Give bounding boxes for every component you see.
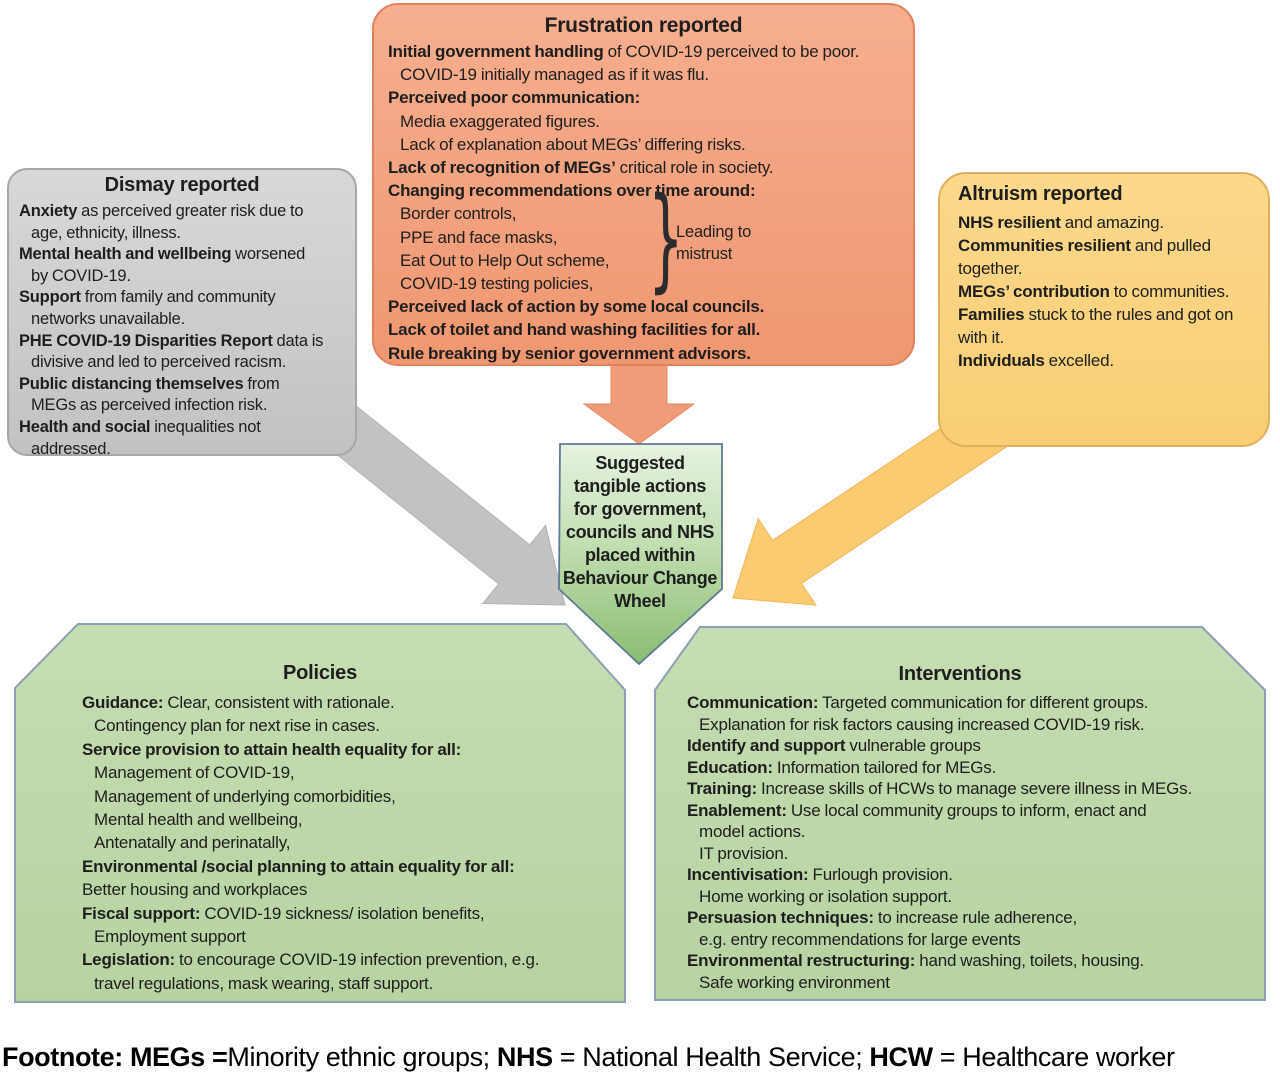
text-line: Lack of recognition of MEGs’ critical ro… (388, 158, 774, 178)
policies-body: Guidance: Clear, consistent with rationa… (15, 691, 625, 995)
text-line: COVID-19 testing policies, (400, 274, 594, 294)
text-line: Fiscal support: COVID-19 sickness/ isola… (82, 903, 485, 923)
text-line: councils and NHS (565, 522, 715, 542)
central-pentagon-text: Suggested tangible actions for government,… (556, 452, 724, 613)
altruism-title: Altruism reported (958, 183, 1123, 205)
text-line: Communities resilient and pulled (958, 236, 1211, 255)
text-line: Home working or isolation support. (699, 886, 952, 906)
text-line: MEGs as perceived infection risk. (31, 396, 268, 415)
text-line: Mental health and wellbeing, (94, 810, 303, 830)
text-line: Antenatally and perinatally, (94, 833, 291, 853)
text-line: Communication: Targeted communication fo… (687, 693, 1149, 712)
text-line: mistrust (676, 245, 733, 263)
text-line: Education: Information tailored for MEGs… (687, 757, 997, 777)
text-line: Persuasion techniques: to increase rule … (687, 908, 1078, 927)
frustration-body: Initial government handling of COVID-19 … (374, 40, 913, 365)
text-line: Incentivisation: Furlough provision. (687, 865, 953, 884)
text-line: addressed. (31, 439, 111, 458)
text-line: divisive and led to perceived racism. (31, 353, 287, 372)
altruism-body: NHS resilient and amazing. Communities re… (940, 211, 1268, 372)
orange-arrow (582, 357, 696, 445)
footnote: Footnote: MEGs =Minority ethnic groups; … (2, 1042, 1280, 1073)
text-line: Lack of explanation about MEGs’ differin… (400, 134, 746, 154)
text-line: Identify and support vulnerable groups (687, 736, 981, 755)
text-line: Eat Out to Help Out scheme, (400, 250, 610, 270)
text-line: Better housing and workplaces (82, 880, 308, 900)
interventions-body: Communication: Targeted communication fo… (655, 692, 1265, 993)
text-line: Initial government handling of COVID-19 … (388, 42, 860, 61)
text-line: Border controls, (400, 204, 517, 224)
text-line: Perceived poor communication: (388, 88, 641, 108)
text-line: Guidance: Clear, consistent with rationa… (82, 693, 395, 712)
text-line: Legislation: to encourage COVID-19 infec… (82, 950, 540, 970)
altruism-box: Altruism reported NHS resilient and amaz… (938, 172, 1270, 447)
text-line: MEGs’ contribution to communities. (958, 282, 1230, 301)
text-line: Training: Increase skills of HCWs to man… (687, 779, 1192, 798)
text-line: NHS resilient and amazing. (958, 213, 1164, 232)
text-line: Behaviour Change (562, 568, 718, 588)
text-line: tangible actions (573, 476, 707, 496)
text-line: model actions. (699, 822, 806, 841)
text-line: by COVID-19. (31, 266, 131, 285)
curly-brace: } (648, 174, 684, 304)
text-line: Rule breaking by senior government advis… (388, 343, 751, 363)
text-line: with it. (958, 328, 1005, 347)
text-line: Individuals excelled. (958, 351, 1114, 370)
text-line: Environmental restructuring: hand washin… (687, 951, 1144, 970)
text-line: networks unavailable. (31, 309, 185, 328)
text-line: Lack of toilet and hand washing faciliti… (388, 320, 761, 340)
text-line: Anxiety as perceived greater risk due to (19, 202, 304, 220)
policies-box: Policies Guidance: Clear, consistent wit… (15, 624, 625, 1002)
text-line: IT provision. (699, 843, 789, 863)
text-line: Explanation for risk factors causing inc… (699, 714, 1145, 734)
dismay-body: Anxiety as perceived greater risk due to… (9, 201, 355, 460)
text-line: e.g. entry recommendations for large eve… (699, 929, 1021, 949)
dismay-title: Dismay reported (104, 174, 260, 196)
text-line: PPE and face masks, (400, 227, 558, 247)
text-line: Footnote: MEGs =Minority ethnic groups; … (2, 1042, 1175, 1072)
policies-title: Policies (283, 662, 357, 684)
central-pentagon-shape (558, 443, 723, 666)
text-line: Public distancing themselves from (19, 374, 280, 393)
dismay-box: Dismay reported Anxiety as perceived gre… (7, 168, 357, 458)
text-line: Management of COVID-19, (94, 763, 295, 783)
text-line: for government, (573, 499, 707, 519)
text-line: Media exaggerated figures. (400, 111, 600, 131)
text-line: Contingency plan for next rise in cases. (94, 716, 380, 736)
text-line: Employment support (94, 927, 246, 947)
text-line: Changing recommendations over time aroun… (388, 181, 756, 201)
text-line: Perceived lack of action by some local c… (388, 297, 765, 317)
text-line: PHE COVID-19 Disparities Report data is (19, 331, 324, 350)
interventions-box-shape (654, 626, 1266, 1001)
text-line: Health and social inequalities not (19, 417, 261, 436)
text-line: Leading to (676, 223, 752, 241)
text-line: Families stuck to the rules and got on (958, 305, 1234, 324)
text-line: Safe working environment (699, 972, 890, 992)
text-line: Wheel (614, 591, 666, 611)
text-line: COVID-19 initially managed as if it was … (400, 65, 709, 85)
text-line: Mental health and wellbeing worsened (19, 245, 306, 264)
text-line: travel regulations, mask wearing, staff … (94, 973, 434, 993)
text-line: placed within (584, 545, 696, 565)
interventions-box: Interventions Communication: Targeted co… (655, 625, 1265, 1000)
brace-label: Leading to mistrust (676, 221, 751, 265)
text-line: Suggested (595, 453, 685, 473)
text-line: Environmental /social planning to attain… (82, 856, 515, 876)
text-line: Enablement: Use local community groups t… (687, 800, 1147, 820)
text-line: together. (958, 259, 1023, 278)
text-line: Management of underlying comorbidities, (94, 786, 396, 806)
text-line: Service provision to attain health equal… (82, 739, 462, 759)
text-line: Support from family and community (19, 288, 276, 307)
interventions-title: Interventions (898, 663, 1022, 685)
frustration-title: Frustration reported (544, 14, 743, 37)
policies-box-shape (14, 623, 626, 1003)
text-line: age, ethnicity, illness. (31, 223, 181, 242)
frustration-box: Frustration reported Initial government … (372, 3, 915, 366)
